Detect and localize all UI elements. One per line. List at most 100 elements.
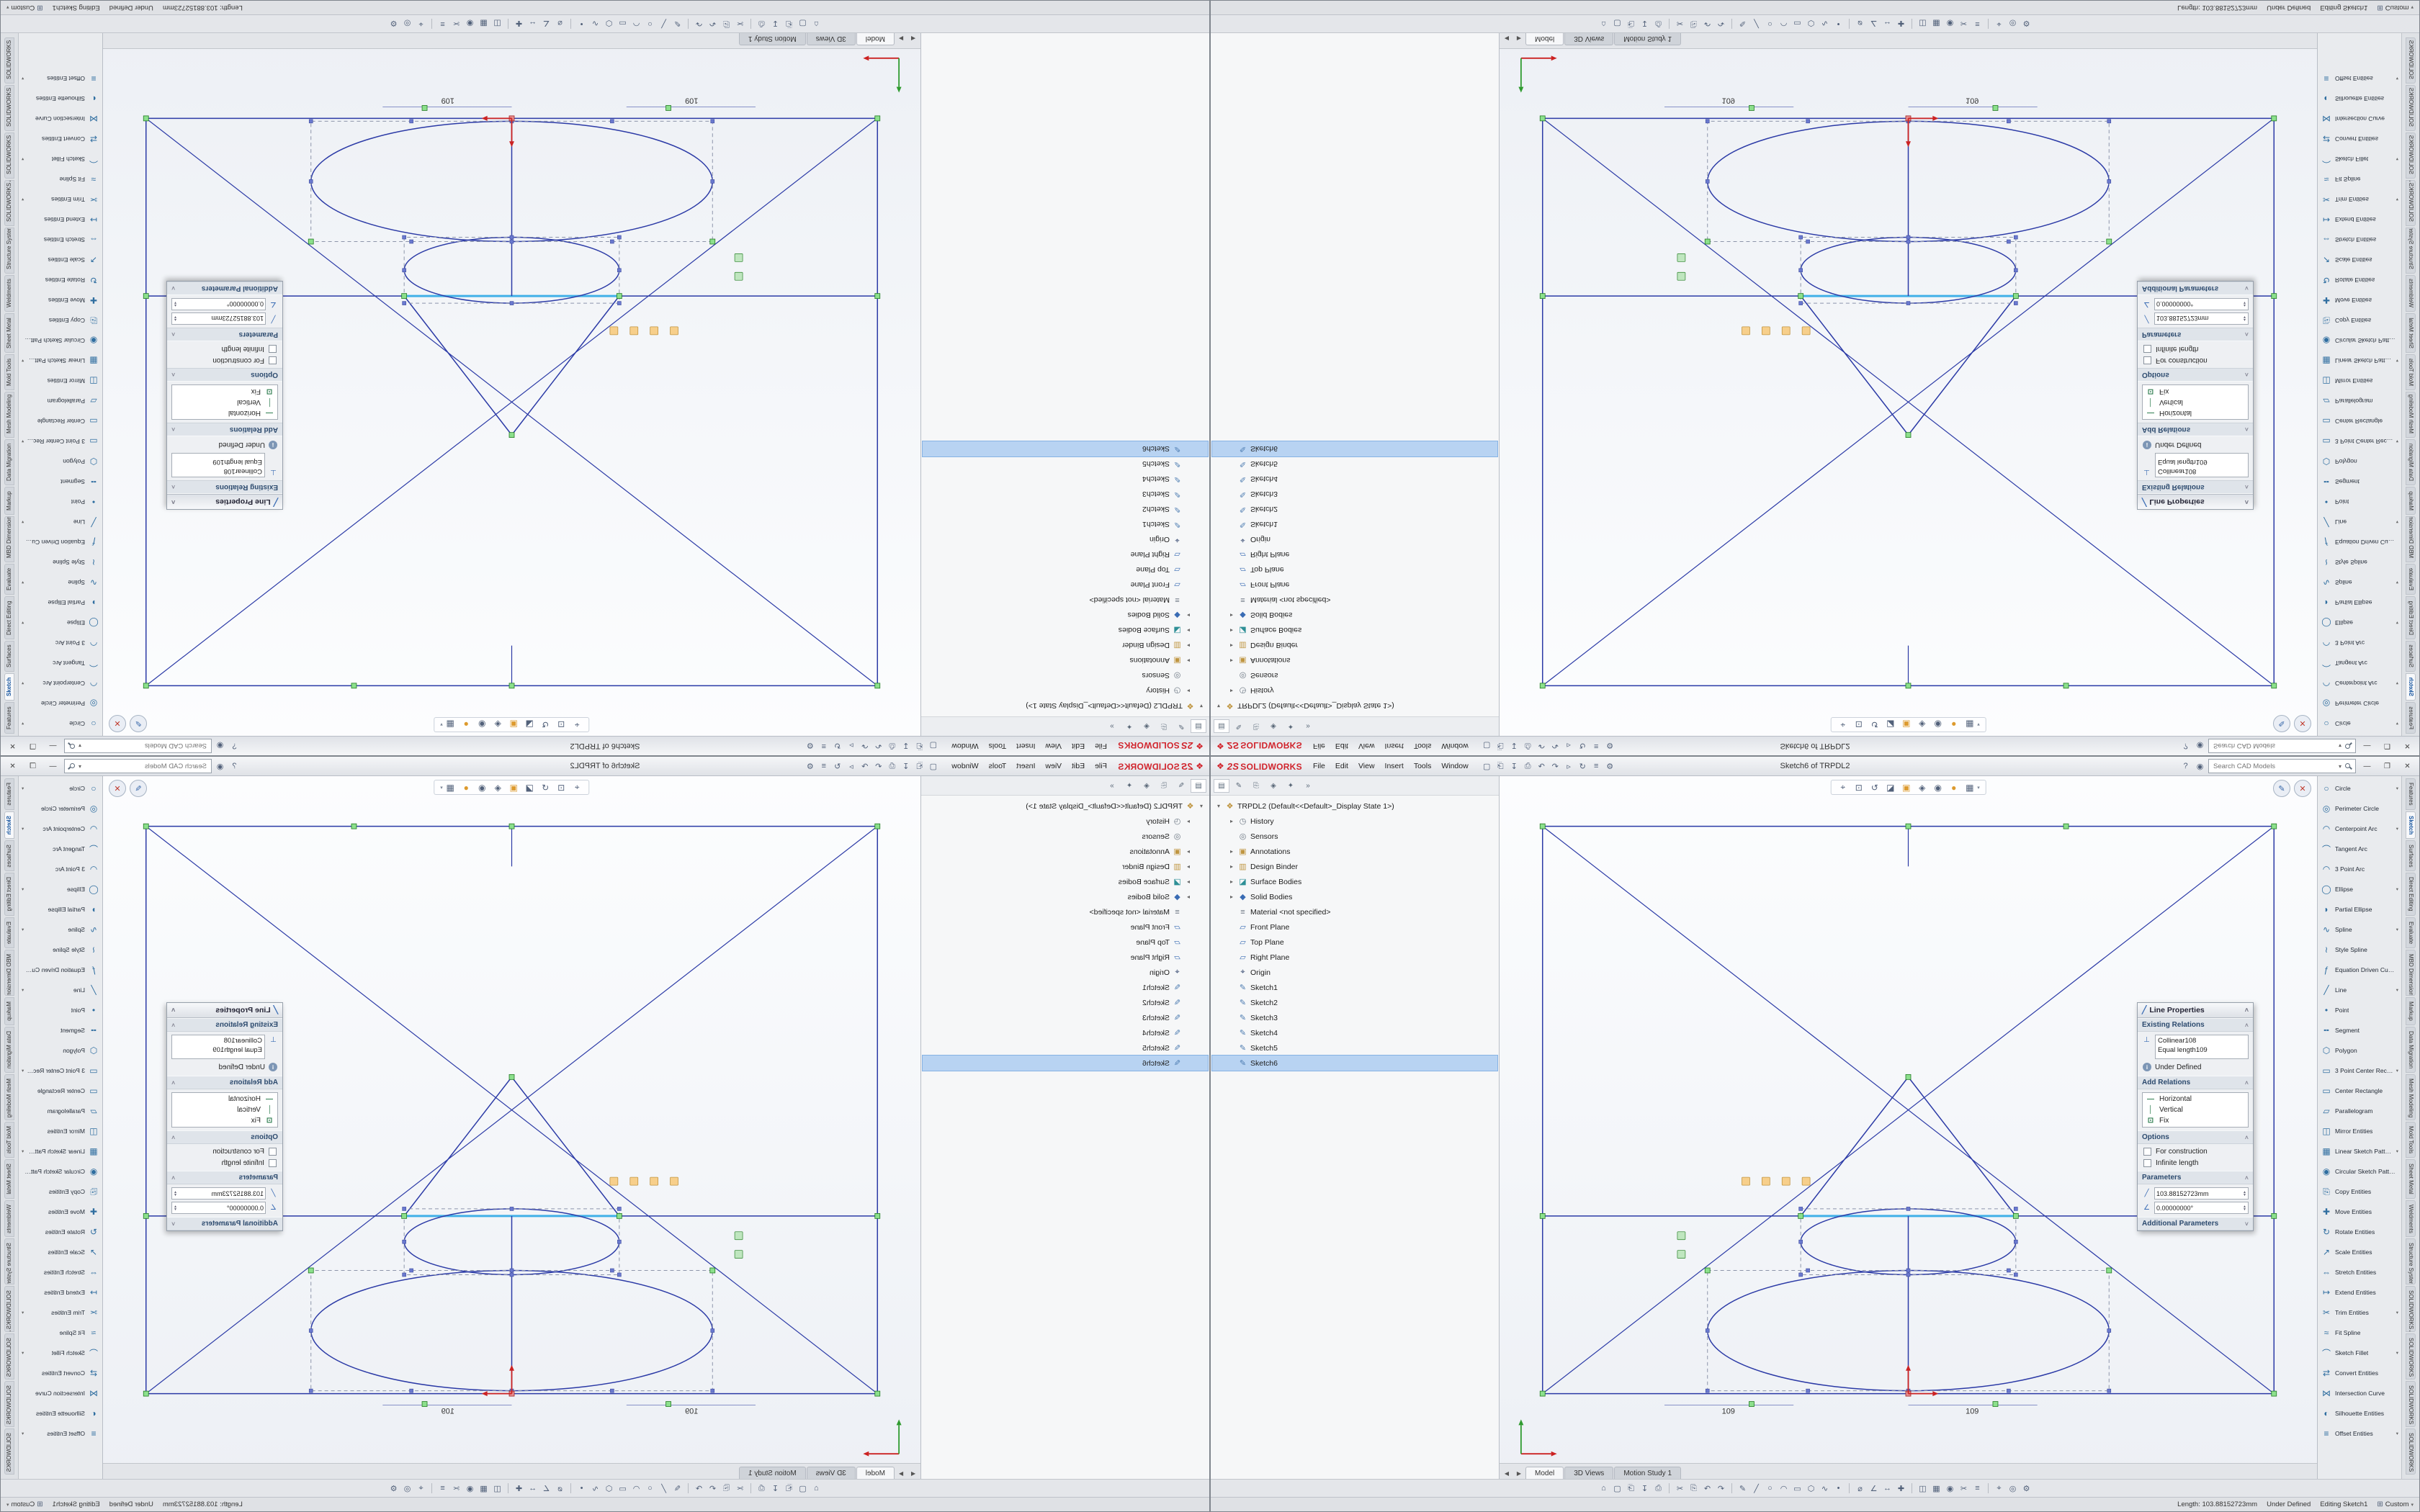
commandmanager-tab[interactable]: Surfaces bbox=[2406, 640, 2416, 672]
toolbar-icon[interactable]: ○ bbox=[1767, 19, 1773, 28]
collapse-icon[interactable]: ˄ bbox=[171, 371, 176, 379]
toolbar-icon[interactable]: ◫ bbox=[493, 1484, 501, 1493]
toolbar-icon[interactable]: ⎙ bbox=[1655, 1483, 1662, 1493]
toolbar-icon[interactable]: ▦ bbox=[1932, 1484, 1940, 1493]
sketch-tool-button[interactable]: ⇔ Stretch Entities bbox=[2322, 1267, 2377, 1277]
option-checkbox-row[interactable]: For construction bbox=[171, 356, 278, 365]
pane-tab-icon[interactable]: ✎ bbox=[1178, 781, 1185, 790]
relation-button[interactable]: ⊡ Fix bbox=[251, 387, 273, 395]
toolbar-icon[interactable]: ▢ bbox=[1482, 741, 1491, 750]
toolbar-icon[interactable] bbox=[1731, 19, 1732, 29]
sketch-tool-button[interactable]: ╍ Segment bbox=[2318, 1020, 2401, 1040]
view-tool-icon[interactable]: ⌖ bbox=[1840, 782, 1846, 792]
toolbar-icon[interactable]: ⌀ bbox=[1857, 1484, 1863, 1493]
sketch-tool-button[interactable]: ╱ Line ▾ bbox=[2318, 512, 2401, 532]
toolbar-icon[interactable]: ⎙ bbox=[758, 1483, 765, 1493]
sketch-tool-button[interactable]: ≈ Fit Spline bbox=[2318, 1323, 2401, 1343]
view-tool-icon[interactable]: ⊡ bbox=[1855, 782, 1863, 793]
commandmanager-tab[interactable]: Weldments bbox=[4, 274, 14, 312]
parameter-field[interactable]: ╱ 103.88152723mm▲▼ bbox=[2142, 312, 2249, 325]
toolbar-icon[interactable]: ⎗ bbox=[1628, 1483, 1634, 1493]
toolbar-icon[interactable] bbox=[570, 1483, 571, 1493]
checkbox[interactable] bbox=[2143, 1148, 2151, 1156]
view-tool-icon[interactable]: ● bbox=[1951, 782, 1957, 793]
toolbar-icon[interactable]: ≡ bbox=[821, 742, 827, 750]
graphics-viewport[interactable]: 109 109 bbox=[103, 33, 920, 736]
toolbar-icon[interactable]: ◎ bbox=[403, 1484, 411, 1493]
sketch-tool-button[interactable]: ◐ Silhouette Entities bbox=[2318, 1403, 2401, 1423]
tree-row[interactable]: ✎ Sketch6 bbox=[922, 441, 1209, 457]
chevron-down-icon[interactable]: ▾ bbox=[1977, 785, 1980, 791]
expand-icon[interactable]: ˅ bbox=[171, 284, 176, 292]
flyout-arrow-icon[interactable]: ▾ bbox=[22, 580, 24, 585]
commandmanager-tab[interactable]: SOLIDWORKS Inspection bbox=[4, 1381, 14, 1428]
toolbar-icon[interactable]: ↧ bbox=[771, 1484, 779, 1493]
graphics-viewport[interactable]: 109 109 bbox=[1500, 776, 2317, 1479]
search-box[interactable]: ▾ bbox=[2208, 739, 2356, 753]
menu-item[interactable]: Edit bbox=[1335, 742, 1348, 750]
pane-tab-icon[interactable]: ⎘ bbox=[1253, 781, 1259, 790]
pane-tab-icon[interactable]: ⎘ bbox=[1161, 722, 1167, 731]
pane-tab-icon[interactable]: ✦ bbox=[1126, 722, 1133, 731]
tree-row[interactable]: ✎ Sketch2 bbox=[1212, 502, 1497, 517]
collapse-icon[interactable]: ˄ bbox=[2244, 330, 2249, 338]
parameter-field[interactable]: ╱ 103.88152723mm▲▼ bbox=[2142, 1187, 2249, 1200]
confirmation-icon[interactable]: ✎ bbox=[130, 715, 147, 732]
commandmanager-tab[interactable]: Direct Editing bbox=[4, 873, 14, 916]
chevron-down-icon[interactable]: ▾ bbox=[440, 721, 443, 727]
commandmanager-tab[interactable]: Data Migration bbox=[2406, 1026, 2416, 1073]
sketch-tool-button[interactable]: ▭ 3 Point Center Rectangle ▾ bbox=[2318, 1061, 2401, 1081]
tab-scroll-left-icon[interactable]: ◀ bbox=[1504, 1470, 1510, 1477]
view-tab[interactable]: Motion Study 1 bbox=[738, 1467, 806, 1479]
tree-row[interactable]: ▸ ▥ Design Binder bbox=[1212, 638, 1497, 653]
minimize-button[interactable]: — bbox=[2363, 762, 2371, 770]
relation-button[interactable]: │ Vertical bbox=[2145, 1104, 2246, 1115]
sketch-tool-button[interactable]: ◠ 3 Point Arc bbox=[2318, 633, 2401, 653]
close-button[interactable]: ✕ bbox=[2404, 742, 2411, 750]
sketch-tool-button[interactable]: ◫ Mirror Entities bbox=[2318, 371, 2401, 391]
collapse-icon[interactable]: ˄ bbox=[171, 1021, 176, 1029]
toolbar-icon[interactable]: ⬡ bbox=[1807, 19, 1815, 28]
spinner[interactable]: ▲▼ bbox=[2243, 1204, 2246, 1212]
flyout-arrow-icon[interactable]: ▾ bbox=[22, 786, 24, 791]
sketch-tool-button[interactable]: ✂ Trim Entities ▾ bbox=[2318, 189, 2401, 210]
toolbar-icon[interactable] bbox=[1849, 19, 1850, 29]
toolbar-icon[interactable] bbox=[1669, 1483, 1670, 1493]
collapse-icon[interactable]: ˄ bbox=[171, 483, 176, 491]
restore-button[interactable]: ❐ bbox=[30, 762, 36, 770]
view-tool-icon[interactable]: ↺ bbox=[1870, 719, 1878, 730]
spinner[interactable]: ▲▼ bbox=[2243, 1189, 2246, 1197]
tree-row[interactable]: ▸ ◷ History bbox=[923, 683, 1208, 698]
sketch-tool-button[interactable]: ○ Circle ▾ bbox=[19, 714, 102, 734]
search-icon[interactable] bbox=[68, 762, 76, 770]
toolbar-icon[interactable]: ⎙ bbox=[1524, 742, 1531, 751]
sketch-tool-button[interactable]: ⋈ Intersection Curve bbox=[2322, 114, 2385, 124]
selection-handles[interactable] bbox=[308, 119, 715, 305]
commandmanager-tab[interactable]: SOLIDWORKS CAM bbox=[4, 132, 14, 179]
sketch-tool-button[interactable]: ⎘ Copy Entities bbox=[2318, 1182, 2401, 1202]
pane-tab-icon[interactable]: » bbox=[1306, 722, 1310, 731]
toolbar-icon[interactable]: ▹ bbox=[1567, 741, 1571, 750]
commandmanager-tab[interactable]: Surfaces bbox=[4, 840, 14, 872]
relations-list[interactable]: Collinear108 Equal length109 bbox=[2155, 1035, 2249, 1059]
sketch-canvas[interactable]: 109 109 bbox=[1500, 776, 2317, 1479]
commandmanager-tab[interactable]: Sketch bbox=[2406, 673, 2416, 701]
flyout-arrow-icon[interactable]: ▾ bbox=[2396, 1431, 2398, 1436]
commandmanager-tab[interactable]: SOLIDWORKS MBD bbox=[4, 1428, 14, 1475]
dimension-109-left[interactable]: 109 bbox=[626, 96, 756, 111]
dimension-109-left[interactable]: 109 bbox=[626, 1401, 756, 1416]
commandmanager-tab[interactable]: Data Migration bbox=[4, 439, 14, 486]
toolbar-icon[interactable]: ≡ bbox=[440, 19, 445, 28]
sketch-tool-button[interactable]: ◎ Perimeter Circle bbox=[19, 798, 102, 819]
toolbar-icon[interactable] bbox=[750, 19, 751, 29]
collapse-icon[interactable]: ˄ bbox=[2244, 1021, 2249, 1029]
sketch-tool-button[interactable]: ≡ Offset Entities ▾ bbox=[2318, 1423, 2401, 1444]
minimize-button[interactable]: — bbox=[2363, 742, 2371, 750]
sketch-tool-button[interactable]: ≈ Fit Spline bbox=[19, 169, 102, 189]
dimension-109-left[interactable]: 109 bbox=[1664, 1401, 1794, 1416]
tree-row[interactable]: ▱ Top Plane bbox=[1212, 935, 1497, 950]
sketch-tool-button[interactable]: ◫ Mirror Entities bbox=[19, 1121, 102, 1141]
sketch-tool-button[interactable]: ○ Circle ▾ bbox=[19, 778, 102, 798]
sketch-tool-button[interactable]: ▦ Linear Sketch Pattern ▾ bbox=[2318, 351, 2401, 371]
expand-caret-icon[interactable]: ▸ bbox=[1187, 688, 1191, 694]
